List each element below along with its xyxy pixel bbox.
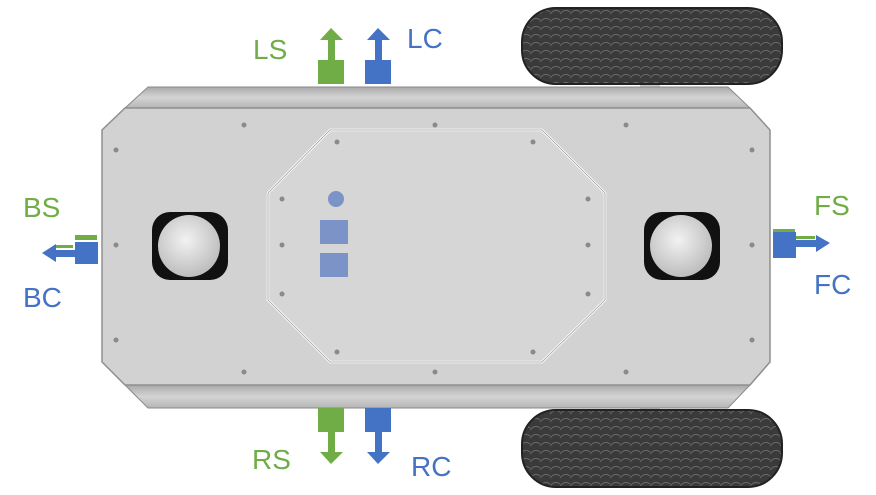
label-front-static: FS xyxy=(814,190,850,221)
label-right-static: RS xyxy=(252,444,291,475)
label-left-cable: LC xyxy=(407,23,443,54)
arrow-front xyxy=(773,229,830,258)
label-back-static: BS xyxy=(23,192,60,223)
wheel-top xyxy=(521,7,783,92)
arrow-left-cable xyxy=(365,28,391,84)
arrow-right-cable xyxy=(365,408,391,464)
wheel-bottom xyxy=(521,402,783,488)
caster-back xyxy=(152,212,228,280)
arrow-left-static xyxy=(318,28,344,84)
port-upper xyxy=(320,220,348,244)
port-lower xyxy=(320,253,348,277)
label-right-cable: RC xyxy=(411,451,451,482)
arrow-back xyxy=(42,235,98,264)
chassis xyxy=(101,86,771,409)
arrow-right-static xyxy=(318,408,344,464)
port-round xyxy=(328,191,344,207)
screws xyxy=(113,122,755,375)
label-left-static: LS xyxy=(253,34,287,65)
caster-front xyxy=(644,212,720,280)
label-front-cable: FC xyxy=(814,269,851,300)
label-back-cable: BC xyxy=(23,282,62,313)
